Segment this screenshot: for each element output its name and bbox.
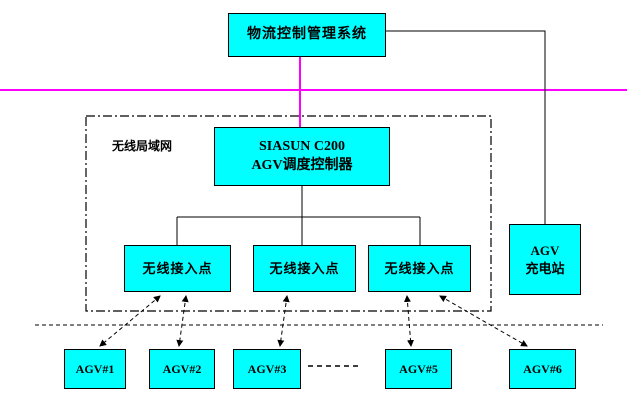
radio-link-ap1-agv2 <box>176 294 189 348</box>
logistics-control-system-label: 物流控制管理系统 <box>247 26 367 42</box>
controller-name-label: AGV调度控制器 <box>251 157 353 173</box>
agv-1-box: AGV#1 <box>64 349 126 389</box>
agv-3-box: AGV#3 <box>233 349 301 389</box>
wireless-access-point-1-label: 无线接入点 <box>142 260 213 276</box>
charging-station-label-line2: 充电站 <box>525 260 565 276</box>
wireless-access-point-2-label: 无线接入点 <box>269 260 340 276</box>
agv-3-label: AGV#3 <box>247 361 287 376</box>
top-to-charging-link <box>386 30 546 224</box>
agv-5-box: AGV#5 <box>385 349 452 389</box>
agv-dispatch-controller-box: SIASUN C200 AGV调度控制器 <box>214 127 390 186</box>
agv-2-label: AGV#2 <box>162 361 202 376</box>
wireless-access-point-1-box: 无线接入点 <box>124 245 231 292</box>
logistics-control-system-box: 物流控制管理系统 <box>228 13 386 57</box>
wireless-access-point-3-box: 无线接入点 <box>368 245 471 292</box>
controller-model-label: SIASUN C200 <box>259 138 345 154</box>
radio-link-ap1-agv1 <box>99 295 161 347</box>
radio-link-ap2-agv3 <box>277 294 290 348</box>
agv-6-box: AGV#6 <box>509 349 576 389</box>
agv-6-label: AGV#6 <box>523 361 562 376</box>
charging-station-label-line1: AGV <box>530 242 560 258</box>
wireless-access-point-3-label: 无线接入点 <box>384 260 455 276</box>
agv-1-label: AGV#1 <box>75 361 115 376</box>
agv-charging-station-box: AGV 充电站 <box>509 224 581 295</box>
agv-5-label: AGV#5 <box>399 361 438 376</box>
radio-link-ap3-agv6 <box>439 295 528 347</box>
wireless-lan-label: 无线局域网 <box>112 139 173 153</box>
agv-2-box: AGV#2 <box>149 349 215 389</box>
wireless-access-point-2-box: 无线接入点 <box>253 245 356 292</box>
radio-link-ap3-agv5 <box>403 294 415 348</box>
